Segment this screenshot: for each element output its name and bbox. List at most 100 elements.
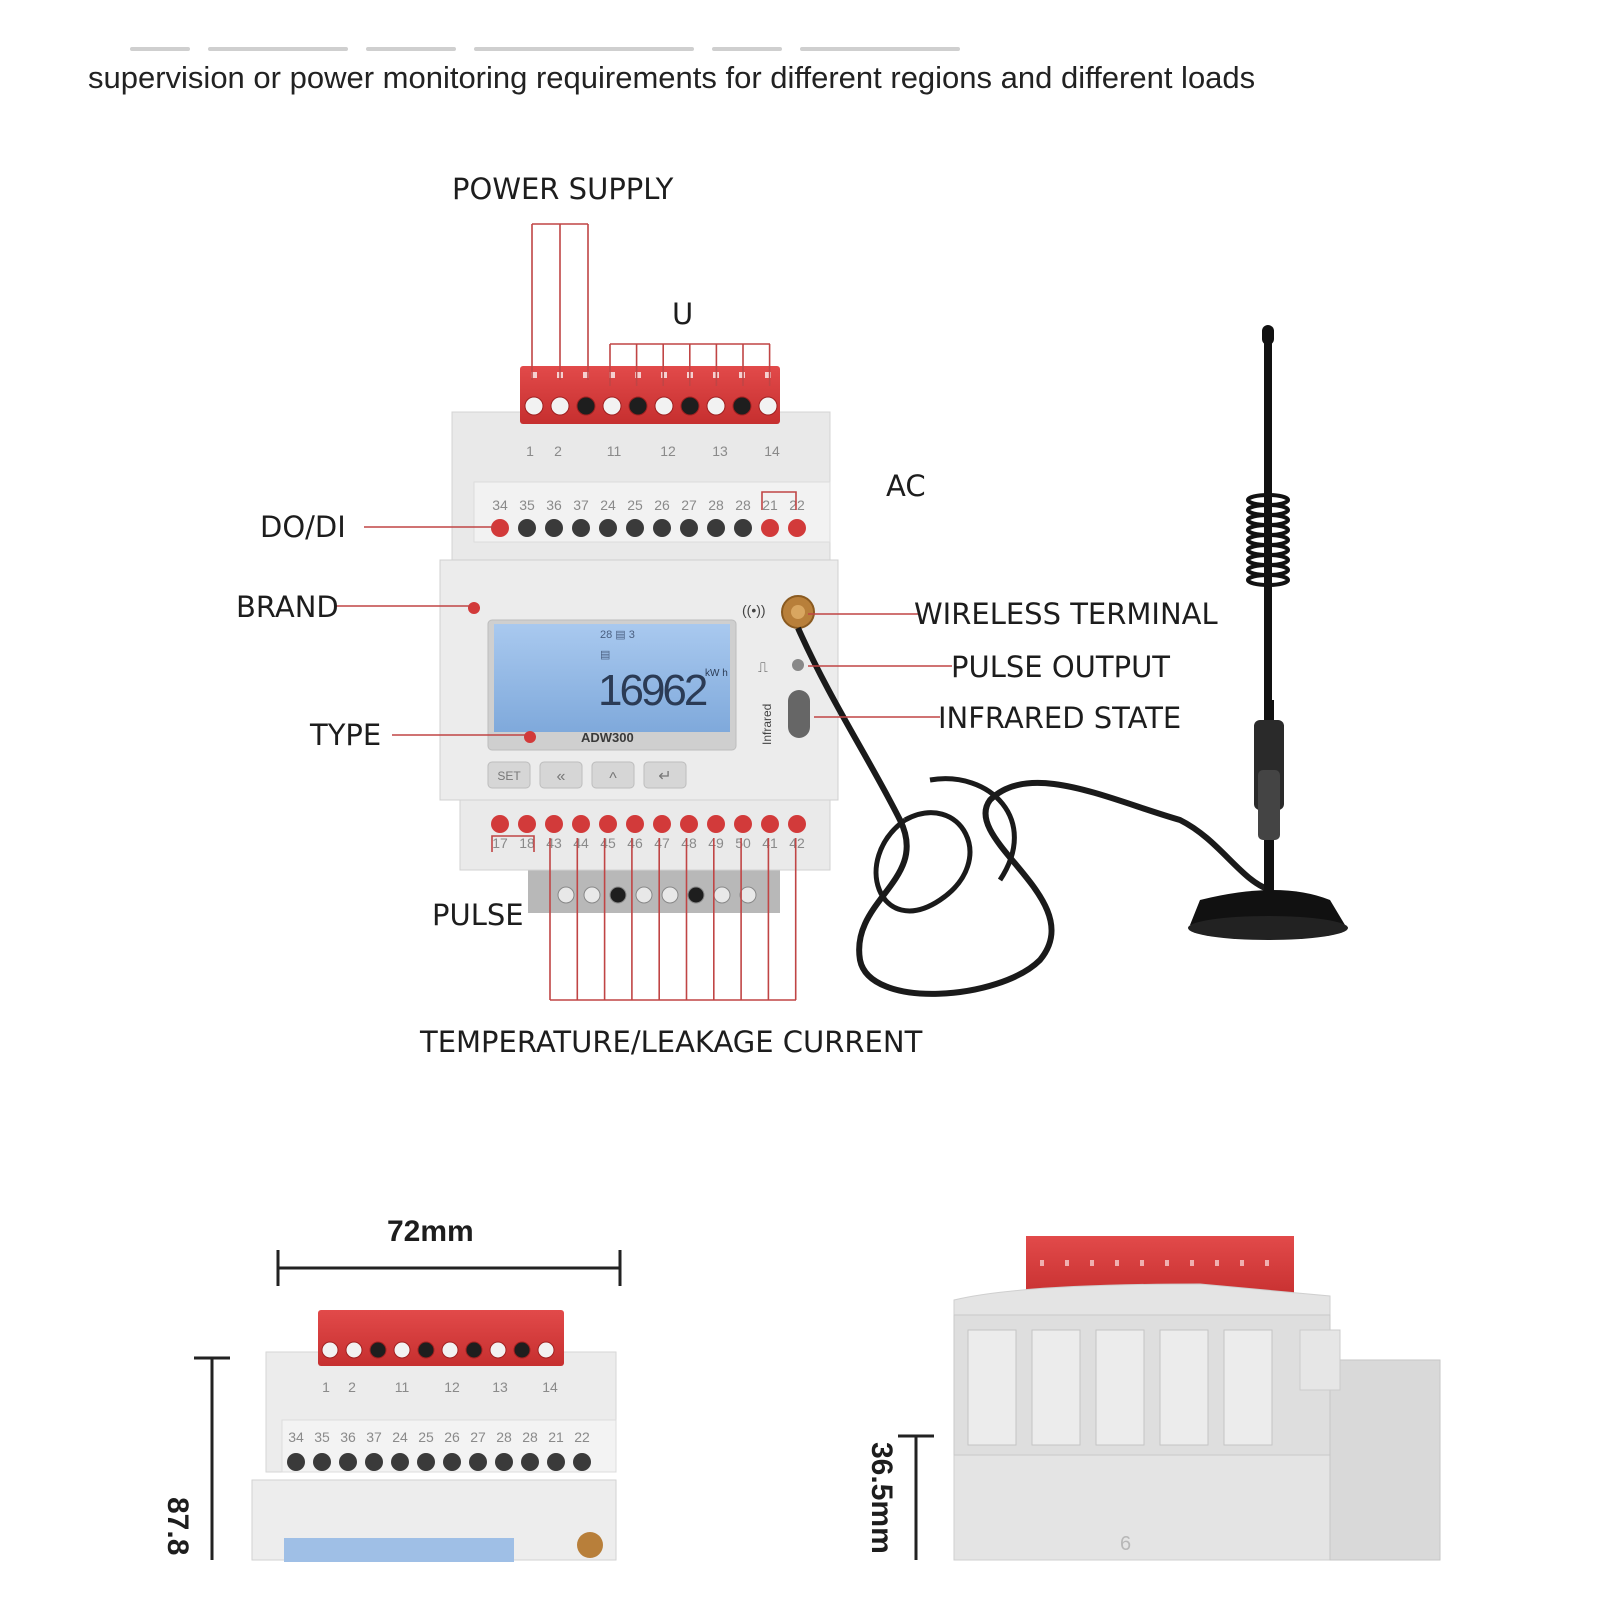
terminal-number: 49 — [708, 835, 724, 851]
lcd-unit: kW h — [705, 668, 728, 679]
terminal-screw — [469, 1453, 487, 1471]
terminal-number: 12 — [444, 1379, 460, 1395]
terminal-number: 25 — [627, 497, 643, 513]
label-type: TYPE — [309, 718, 381, 752]
label-temperature-leakage: TEMPERATURE/LEAKAGE CURRENT — [419, 1025, 923, 1059]
label-pulse: PULSE — [432, 898, 524, 932]
small-screw — [345, 1341, 363, 1359]
top-screw — [602, 396, 622, 416]
terminal-screw — [491, 815, 509, 833]
terminal-number: 36 — [340, 1429, 356, 1445]
grey-screw — [687, 886, 705, 904]
top-screw — [524, 396, 544, 416]
dim-width-label: 72mm — [387, 1215, 474, 1248]
svg-text:((•)): ((•)) — [742, 602, 766, 618]
terminal-number: 14 — [542, 1379, 558, 1395]
terminal-screw — [573, 1453, 591, 1471]
terminal-screw — [653, 519, 671, 537]
terminal-screw — [391, 1453, 409, 1471]
terminal-number: 13 — [492, 1379, 508, 1395]
label-wireless-terminal: WIRELESS TERMINAL — [914, 597, 1218, 631]
terminal-number: 34 — [492, 497, 508, 513]
grey-screw — [661, 886, 679, 904]
set-button[interactable]: SET — [487, 761, 531, 789]
terminal-screw — [287, 1453, 305, 1471]
terminal-screw — [761, 519, 779, 537]
terminal-number: 14 — [764, 443, 780, 459]
terminal-screw — [545, 815, 563, 833]
terminal-screw — [443, 1453, 461, 1471]
terminal-number: 26 — [654, 497, 670, 513]
terminal-screw — [680, 815, 698, 833]
terminal-screw — [365, 1453, 383, 1471]
terminal-screw — [572, 815, 590, 833]
terminal-number: 34 — [288, 1429, 304, 1445]
terminal-number: 27 — [470, 1429, 486, 1445]
terminal-number: 21 — [762, 497, 778, 513]
terminal-number: 44 — [573, 835, 589, 851]
terminal-number: 24 — [392, 1429, 408, 1445]
svg-text:28 ▤ 3: 28 ▤ 3 — [600, 629, 635, 641]
small-screw — [417, 1341, 435, 1359]
terminal-screw — [707, 815, 725, 833]
terminal-screw — [599, 815, 617, 833]
lcd-screen — [494, 624, 730, 732]
terminal-screw — [495, 1453, 513, 1471]
terminal-number: 48 — [681, 835, 697, 851]
svg-text:▤: ▤ — [600, 649, 610, 661]
up-button[interactable]: ^ — [591, 761, 635, 789]
antenna-coil-turn — [1246, 573, 1290, 587]
side-dimension-view: 6 36.5mm — [865, 1236, 1441, 1561]
leader-lines — [336, 223, 952, 1001]
terminal-number: 24 — [600, 497, 616, 513]
svg-text:6: 6 — [1120, 1533, 1131, 1555]
model-label: ADW300 — [581, 730, 634, 745]
terminal-screw — [339, 1453, 357, 1471]
terminal-number: 18 — [519, 835, 535, 851]
terminal-screw — [547, 1453, 565, 1471]
small-screw — [441, 1341, 459, 1359]
terminal-number: 22 — [789, 497, 805, 513]
terminal-number: 37 — [366, 1429, 382, 1445]
label-u: U — [672, 297, 693, 331]
label-infrared-state: INFRARED STATE — [938, 701, 1181, 735]
cropped-text-line — [130, 40, 1090, 51]
pulse-led — [792, 659, 804, 671]
terminal-number: 22 — [574, 1429, 590, 1445]
terminal-screw — [491, 519, 509, 537]
label-power-supply: POWER SUPPLY — [452, 172, 674, 206]
terminal-number: 42 — [789, 835, 805, 851]
small-screw — [537, 1341, 555, 1359]
label-do-di: DO/DI — [260, 510, 346, 544]
terminal-number: 13 — [712, 443, 728, 459]
left-button[interactable]: « — [539, 761, 583, 789]
small-screw — [369, 1341, 387, 1359]
infrared-side-label: Infrared — [760, 704, 774, 745]
terminal-screw — [626, 815, 644, 833]
terminal-screw — [653, 815, 671, 833]
terminal-number: 11 — [395, 1379, 410, 1395]
small-screw — [465, 1341, 483, 1359]
top-screw — [706, 396, 726, 416]
terminal-number: 1 — [526, 443, 534, 459]
terminal-number: 35 — [314, 1429, 330, 1445]
grey-screw — [739, 886, 757, 904]
svg-text:SET: SET — [497, 769, 521, 783]
terminal-screw — [680, 519, 698, 537]
terminal-number: 17 — [492, 835, 508, 851]
terminal-screw — [761, 815, 779, 833]
svg-text:⎍: ⎍ — [758, 659, 768, 675]
lcd-reading: 16962 — [598, 666, 707, 715]
terminal-screw — [518, 519, 536, 537]
terminal-number: 28 — [522, 1429, 538, 1445]
svg-text:^: ^ — [609, 770, 617, 787]
enter-button[interactable]: ↵ — [643, 761, 687, 789]
top-screw — [732, 396, 752, 416]
svg-text:«: « — [557, 768, 566, 785]
top-screw — [680, 396, 700, 416]
small-screw — [393, 1341, 411, 1359]
top-screw — [550, 396, 570, 416]
